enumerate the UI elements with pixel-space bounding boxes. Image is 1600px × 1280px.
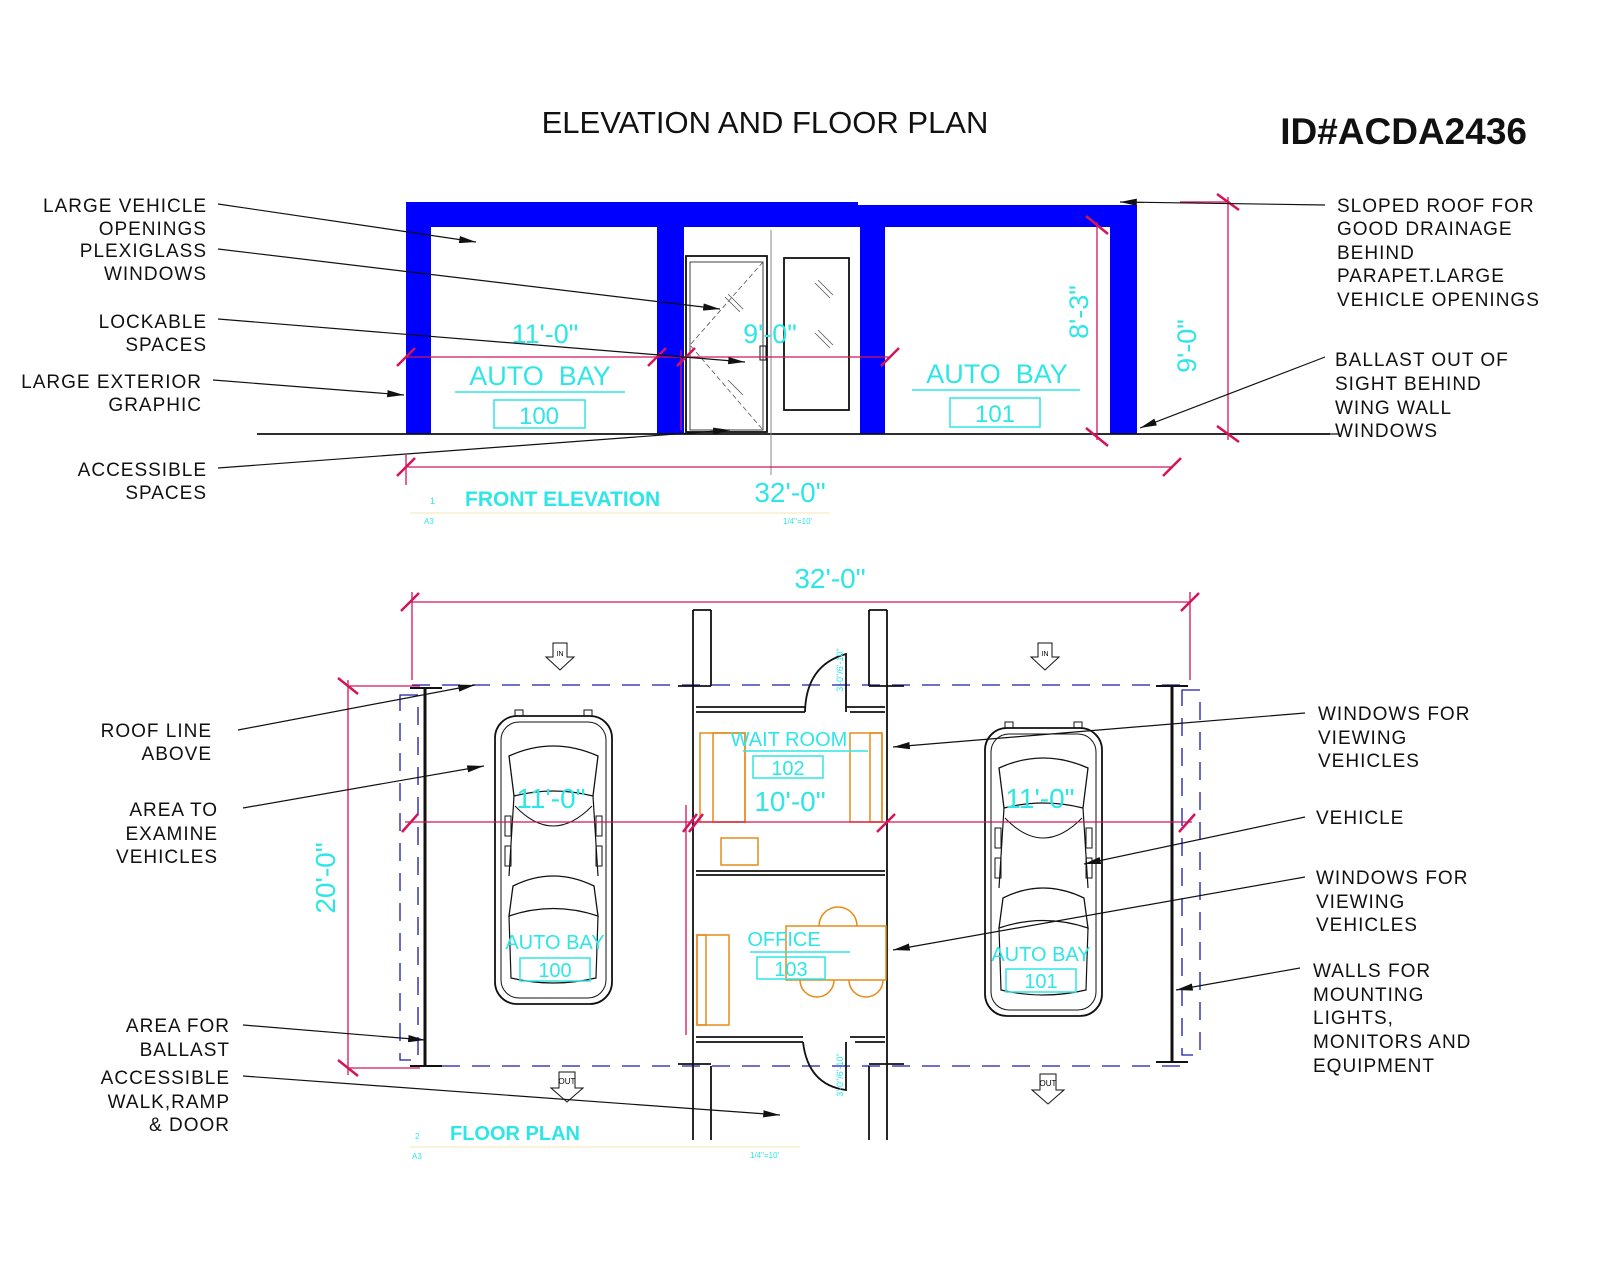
front-elevation: 11'-0" 9'-0" AUTO BAY 100 AUTO BAY 101 8… <box>212 192 1340 526</box>
sheet-ref: A3 <box>412 1152 422 1161</box>
note-text: SLOPED ROOF FOR <box>1337 196 1535 217</box>
note-text: GOOD DRAINAGE <box>1337 219 1513 240</box>
note-text: ABOVE <box>142 744 212 765</box>
note-text: MONITORS AND <box>1313 1032 1471 1053</box>
building-frame <box>406 202 1137 434</box>
door-tag: 3'-0"/6'-10" <box>835 648 845 691</box>
bay-number: 101 <box>975 401 1015 428</box>
bay-width-dim: 11'-0" <box>516 783 585 814</box>
note-text: PLEXIGLASS <box>80 241 207 262</box>
ballast-area <box>399 694 419 1061</box>
note-text: LARGE VEHICLE <box>43 196 207 217</box>
plexiglass-window <box>783 257 850 411</box>
note-text: VEHICLE OPENINGS <box>1337 290 1540 311</box>
scale-label: 1/4"=10' <box>750 1151 780 1160</box>
note-text: OUT <box>559 1077 576 1086</box>
note-text: PARAPET.LARGE <box>1337 266 1505 287</box>
bay-width-dim: 11'-0" <box>512 319 579 349</box>
note-text: LIGHTS, <box>1313 1008 1394 1029</box>
note-text: VEHICLE <box>1316 808 1404 829</box>
room-number: 102 <box>771 758 804 780</box>
elevation-left-notes: LARGE VEHICLE OPENINGS PLEXIGLASS WINDOW… <box>21 196 207 504</box>
note-text: WALLS FOR <box>1313 961 1431 982</box>
scale-label: 1/4"=10' <box>783 517 813 526</box>
opening-height-dim: 8'-3" <box>1064 285 1094 339</box>
note-text: WING WALL <box>1335 398 1452 419</box>
sheet-ref: A3 <box>424 517 434 526</box>
note-text: VIEWING <box>1316 892 1405 913</box>
note-text: OPENINGS <box>99 219 207 240</box>
note-text: EQUIPMENT <box>1313 1056 1435 1077</box>
floor-plan: 32'-0" 3'-0"/6'-10" 3'-0"/6'-10" WAIT RO… <box>237 563 1306 1161</box>
bay-name: AUTO BAY <box>505 932 604 954</box>
note-text: IN <box>1042 651 1049 658</box>
note-text: LOCKABLE <box>99 312 207 333</box>
note-text: BEHIND <box>1337 243 1415 264</box>
note-text: AREA FOR <box>126 1016 230 1037</box>
note-text: MOUNTING <box>1313 985 1424 1006</box>
bay-name: AUTO BAY <box>926 359 1068 389</box>
middle-width-dim: 9'-0" <box>743 319 797 349</box>
caption-number: 1 <box>430 496 435 506</box>
note-text: ACCESSIBLE <box>78 460 207 481</box>
elevation-right-notes: SLOPED ROOF FOR GOOD DRAINAGE BEHIND PAR… <box>1335 196 1540 442</box>
note-text: AREA TO <box>129 800 218 821</box>
bay-number: 100 <box>519 403 559 430</box>
room-width-dim: 10'-0" <box>754 786 825 817</box>
plan-depth-dim: 20'-0" <box>310 842 341 913</box>
note-text: WINDOWS <box>104 264 207 285</box>
bay-number: 101 <box>1024 971 1057 993</box>
bay-name: AUTO BAY <box>469 361 611 391</box>
note-text: BALLAST <box>140 1040 230 1061</box>
note-text: WINDOWS <box>1335 421 1438 442</box>
note-text: & DOOR <box>149 1115 230 1136</box>
note-text: EXAMINE <box>125 824 218 845</box>
door-tag: 3'-0"/6'-10" <box>835 1053 845 1096</box>
plan-caption: FLOOR PLAN <box>450 1123 580 1145</box>
in-arrow-icon: IN <box>544 642 576 671</box>
bay-number: 100 <box>538 960 571 982</box>
overall-height-dim: 9'-0" <box>1172 319 1202 373</box>
note-text: WINDOWS FOR <box>1318 704 1470 725</box>
note-text: SPACES <box>125 335 207 356</box>
note-text: VEHICLES <box>1316 915 1418 936</box>
drawing-id: ID#ACDA2436 <box>1280 111 1527 152</box>
note-text: GRAPHIC <box>108 395 202 416</box>
note-text: BALLAST OUT OF <box>1335 350 1509 371</box>
room-number: 103 <box>774 959 807 981</box>
overall-width-dim: 32'-0" <box>754 477 825 508</box>
sheet-title: ELEVATION AND FLOOR PLAN <box>542 105 989 140</box>
out-arrow-icon: OUT <box>1030 1073 1066 1105</box>
note-text: VEHICLES <box>1318 751 1420 772</box>
note-text: IN <box>557 651 564 658</box>
note-text: WALK,RAMP <box>108 1092 230 1113</box>
plan-right-notes: WINDOWS FOR VIEWING VEHICLES VEHICLE WIN… <box>1313 704 1471 1077</box>
note-text: VIEWING <box>1318 728 1407 749</box>
plan-left-notes: ROOF LINE ABOVE AREA TO EXAMINE VEHICLES… <box>101 721 230 1136</box>
note-text: OUT <box>1040 1079 1057 1088</box>
plan-overall-width-dim: 32'-0" <box>794 563 865 594</box>
out-arrow-icon: OUT <box>549 1071 585 1103</box>
note-text: ACCESSIBLE <box>101 1068 230 1089</box>
bay-name: AUTO BAY <box>991 944 1090 966</box>
caption-number: 2 <box>415 1132 420 1141</box>
note-text: SIGHT BEHIND <box>1335 374 1482 395</box>
note-text: ROOF LINE <box>101 721 212 742</box>
note-text: SPACES <box>125 483 207 504</box>
room-name: OFFICE <box>747 929 820 951</box>
elevation-caption: FRONT ELEVATION <box>465 488 660 511</box>
note-text: LARGE EXTERIOR <box>21 372 202 393</box>
note-text: VEHICLES <box>116 847 218 868</box>
bay-width-dim: 11'-0" <box>1005 783 1074 814</box>
room-name: WAIT ROOM <box>731 729 848 751</box>
note-text: WINDOWS FOR <box>1316 868 1468 889</box>
in-arrow-icon: IN <box>1029 642 1061 671</box>
